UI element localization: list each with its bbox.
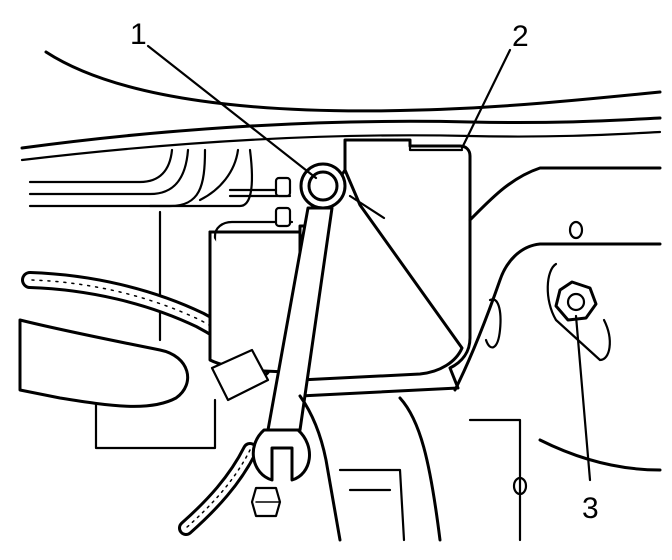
wrench-tool [251, 162, 347, 482]
lower-nut [250, 486, 282, 518]
callout-2: 2 [512, 20, 529, 53]
right-body-panel [453, 166, 662, 542]
callout-3: 3 [582, 492, 599, 525]
callout-1: 1 [130, 18, 147, 51]
brake-lines [28, 148, 292, 208]
bracket-plate [298, 168, 464, 382]
callout-leaders [146, 44, 592, 482]
upper-body-panel [20, 50, 662, 162]
fastener-bolt [546, 262, 611, 362]
frame-rail [298, 394, 442, 542]
lower-cover [18, 318, 190, 408]
line-bolts [274, 176, 292, 228]
harness-clip [210, 348, 270, 402]
